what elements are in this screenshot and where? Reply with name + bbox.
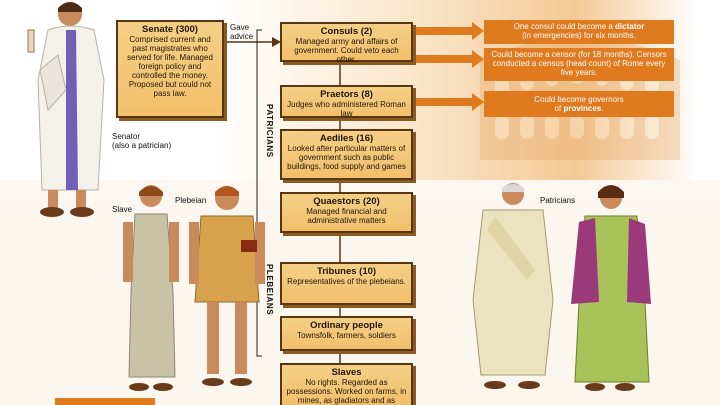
tribunes-box: Tribunes (10) Representatives of the ple…	[280, 262, 413, 305]
ordinary-people-box: Ordinary people Townsfolk, farmers, sold…	[280, 316, 413, 351]
gave-advice-label: Gave advice	[230, 23, 254, 41]
senate-description: Comprised current and past magistrates w…	[127, 35, 213, 98]
slaves-title: Slaves	[331, 367, 362, 378]
slaves-description: No rights. Regarded as possessions. Work…	[286, 378, 407, 405]
praetors-description: Judges who administered Roman law	[287, 100, 406, 118]
plebeian-label: Plebeian	[175, 196, 207, 205]
slave-label: Slave	[112, 205, 133, 214]
praetors-title: Praetors (8)	[320, 89, 373, 100]
footer-tab	[55, 398, 155, 405]
tribunes-description: Representatives of the plebeians.	[287, 277, 406, 286]
aediles-title: Aediles (16)	[319, 133, 374, 144]
consuls-description: Managed army and affairs of government. …	[294, 37, 399, 64]
ordinary-people-description: Townsfolk, farmers, soldiers	[297, 331, 396, 340]
senator-figure	[27, 2, 105, 217]
quaestors-title: Quaestors (20)	[313, 196, 380, 207]
tribunes-title: Tribunes (10)	[316, 266, 377, 277]
senator-label: Senator (also a patrician)	[112, 132, 172, 150]
patricians-figure-label: Patricians	[540, 196, 576, 205]
senate-box: Senate (300) Comprised current and past …	[116, 20, 224, 118]
aediles-description: Looked after particular matters of gover…	[287, 144, 406, 171]
slaves-box: Slaves No rights. Regarded as possession…	[280, 363, 413, 405]
censor-note: Could become a censor (for 18 months). C…	[484, 48, 674, 81]
praetors-box: Praetors (8) Judges who administered Rom…	[280, 85, 413, 118]
dictator-note: One consul could become a dictator (in e…	[484, 20, 674, 44]
consuls-box: Consuls (2) Managed army and affairs of …	[280, 22, 413, 64]
ordinary-people-title: Ordinary people	[310, 320, 383, 331]
senate-title: Senate (300)	[142, 24, 198, 35]
aediles-box: Aediles (16) Looked after particular mat…	[280, 129, 413, 180]
consuls-title: Consuls (2)	[320, 26, 373, 37]
quaestors-box: Quaestors (20) Managed financial and adm…	[280, 192, 413, 233]
quaestors-description: Managed financial and administrative mat…	[306, 207, 387, 225]
patrician-man-figure	[472, 183, 554, 389]
governors-note: Could become governors of provinces.	[484, 91, 674, 117]
slave-figure	[123, 185, 179, 391]
plebeian-figure	[189, 186, 265, 386]
patricians-bracket-label: PATRICIANS	[265, 104, 274, 158]
patrician-woman-figure	[571, 185, 651, 391]
